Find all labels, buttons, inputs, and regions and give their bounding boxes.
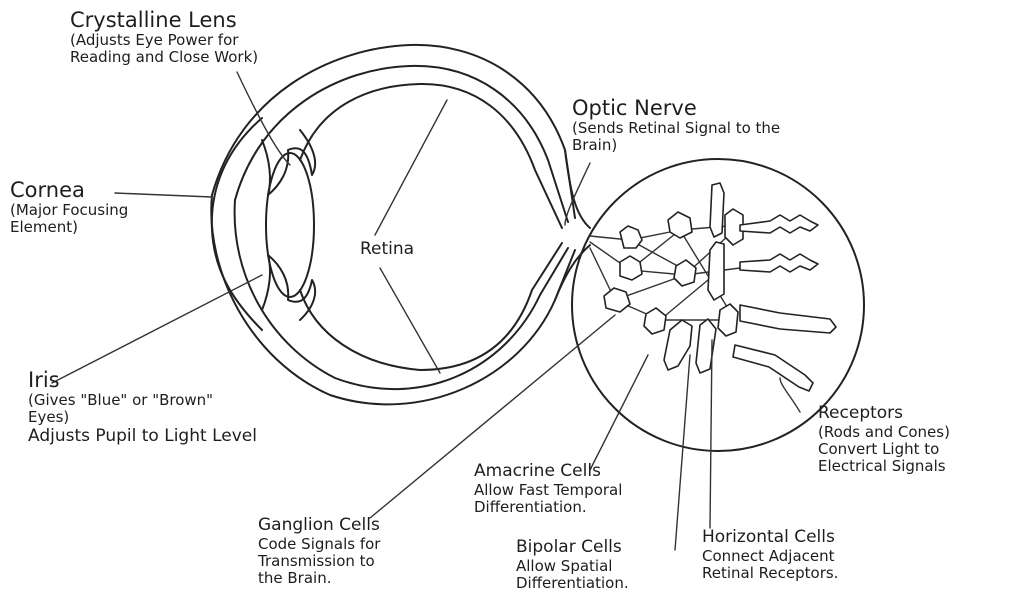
cornea-desc-1: (Major Focusing: [10, 202, 128, 219]
receptor-shapes: [733, 215, 836, 391]
iris-desc-3: Adjusts Pupil to Light Level: [28, 427, 257, 447]
horizontal-desc-1: Connect Adjacent: [702, 548, 838, 565]
bipolar-title: Bipolar Cells: [516, 538, 629, 558]
bipolar-desc-1: Allow Spatial: [516, 558, 629, 575]
label-receptors: Receptors (Rods and Cones) Convert Light…: [818, 404, 950, 475]
amacrine-desc-2: Differentiation.: [474, 499, 622, 516]
receptors-desc-2: Convert Light to: [818, 441, 950, 458]
cornea-title: Cornea: [10, 178, 128, 202]
optic-nerve-desc-1: (Sends Retinal Signal to the: [572, 120, 780, 137]
amacrine-title: Amacrine Cells: [474, 462, 622, 482]
optic-nerve-title: Optic Nerve: [572, 96, 780, 120]
bipolar-desc-2: Differentiation.: [516, 575, 629, 592]
label-retina: Retina: [360, 240, 414, 260]
amacrine-desc-1: Allow Fast Temporal: [474, 482, 622, 499]
label-horizontal-cells: Horizontal Cells Connect Adjacent Retina…: [702, 528, 838, 582]
bipolar-cell-shapes: [664, 209, 743, 373]
label-optic-nerve: Optic Nerve (Sends Retinal Signal to the…: [572, 96, 780, 155]
receptors-title: Receptors: [818, 404, 950, 424]
ganglion-cell-shapes: [604, 226, 666, 334]
iris-desc-2: Eyes): [28, 409, 257, 426]
horizontal-title: Horizontal Cells: [702, 528, 838, 548]
label-crystalline-lens: Crystalline Lens (Adjusts Eye Power for …: [70, 8, 258, 67]
iris-title: Iris: [28, 368, 257, 392]
receptors-desc-1: (Rods and Cones): [818, 424, 950, 441]
retina-title: Retina: [360, 240, 414, 260]
horizontal-desc-2: Retinal Receptors.: [702, 565, 838, 582]
crystalline-lens-desc-1: (Adjusts Eye Power for: [70, 32, 258, 49]
optic-nerve-desc-2: Brain): [572, 137, 780, 154]
ganglion-desc-1: Code Signals for: [258, 536, 380, 553]
iris-lower: [262, 255, 315, 320]
receptors-desc-3: Electrical Signals: [818, 458, 950, 475]
ganglion-desc-2: Transmission to: [258, 553, 380, 570]
ganglion-desc-3: the Brain.: [258, 570, 380, 587]
retina-outline: [300, 84, 562, 228]
label-bipolar-cells: Bipolar Cells Allow Spatial Differentiat…: [516, 538, 629, 592]
crystalline-lens-desc-2: Reading and Close Work): [70, 49, 258, 66]
iris-desc-1: (Gives "Blue" or "Brown": [28, 392, 257, 409]
ganglion-title: Ganglion Cells: [258, 516, 380, 536]
retina-outline-lower: [300, 243, 562, 370]
cornea-desc-2: Element): [10, 219, 128, 236]
label-cornea: Cornea (Major Focusing Element): [10, 178, 128, 237]
label-iris: Iris (Gives "Blue" or "Brown" Eyes) Adju…: [28, 368, 257, 446]
label-amacrine-cells: Amacrine Cells Allow Fast Temporal Diffe…: [474, 462, 622, 516]
lens-shape: [266, 153, 314, 297]
horizontal-cell-shape: [710, 183, 724, 237]
crystalline-lens-title: Crystalline Lens: [70, 8, 258, 32]
label-ganglion-cells: Ganglion Cells Code Signals for Transmis…: [258, 516, 380, 587]
